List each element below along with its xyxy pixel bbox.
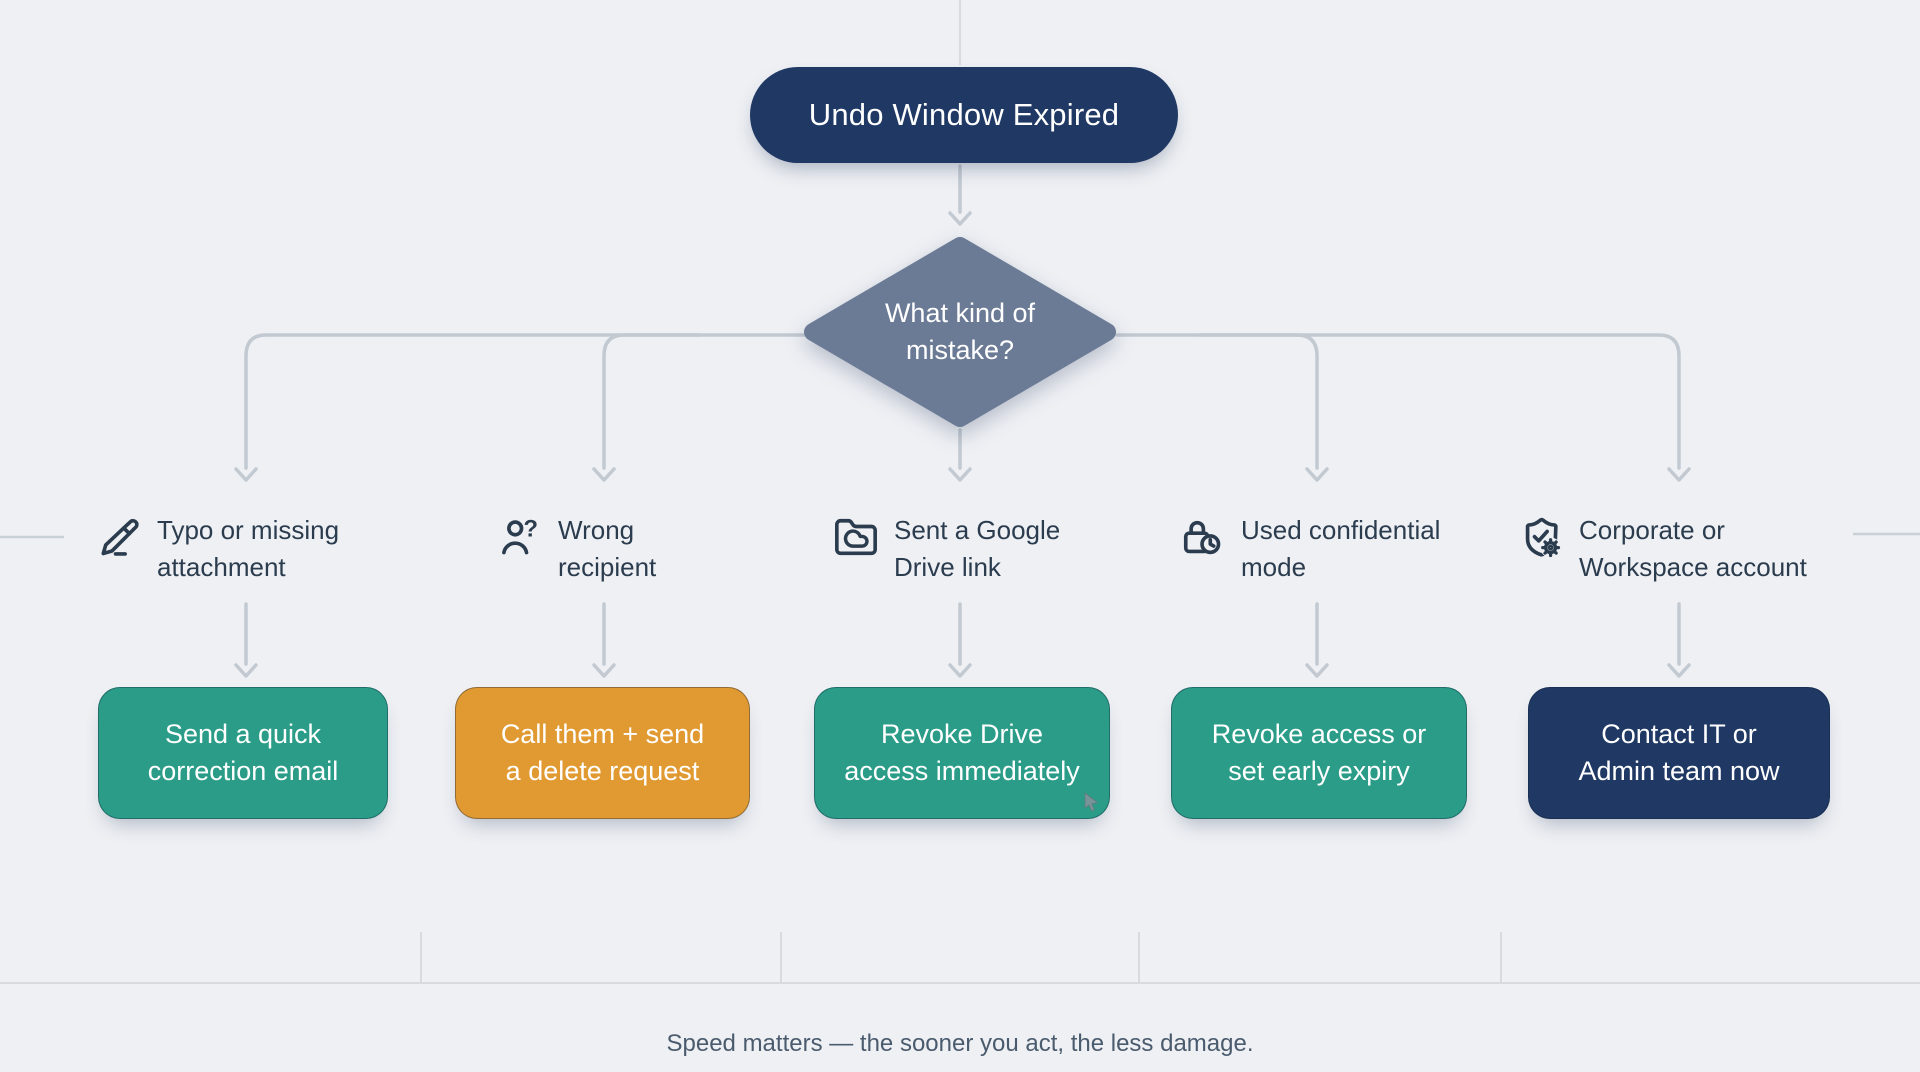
action-box-revoke-drive: Revoke Drive access immediately [814,687,1110,819]
footer-note: Speed matters — the sooner you act, the … [666,1030,1254,1057]
root-node: Undo Window Expired [750,67,1178,163]
branch-condition-label: Sent a Google Drive link [894,515,1061,582]
action-box-contact-it: Contact IT or Admin team now [1528,687,1830,819]
branch-condition-label: Corporate or Workspace account [1579,515,1807,582]
folder-cloud-icon [833,515,879,566]
branch-condition-wrong-recipient: ? Wrong recipient [497,512,656,586]
branch-condition-confidential: Used confidential mode [1180,512,1440,586]
action-box-delete-request: Call them + send a delete request [455,687,750,819]
shield-gear-icon [1518,515,1564,566]
svg-text:?: ? [523,515,538,542]
action-box-revoke-access: Revoke access or set early expiry [1171,687,1467,819]
branch-condition-drive-link: Sent a Google Drive link [833,512,1060,586]
mouse-cursor-icon [1084,792,1099,812]
branch-condition-workspace: Corporate or Workspace account [1518,512,1807,586]
diamond-shape [804,237,1116,427]
branch-condition-label: Wrong recipient [558,515,657,582]
user-question-icon: ? [497,515,543,566]
decision-label: What kind of mistake? [884,298,1036,365]
pencil-icon [96,515,142,566]
action-box-correction-email: Send a quick correction email [98,687,388,819]
lock-clock-icon [1180,515,1226,566]
branch-condition-label: Typo or missing attachment [157,515,340,582]
decision-diamond: What kind of mistake? [804,237,1116,427]
branch-condition-label: Used confidential mode [1241,515,1441,582]
branch-condition-typo: Typo or missing attachment [96,512,339,586]
